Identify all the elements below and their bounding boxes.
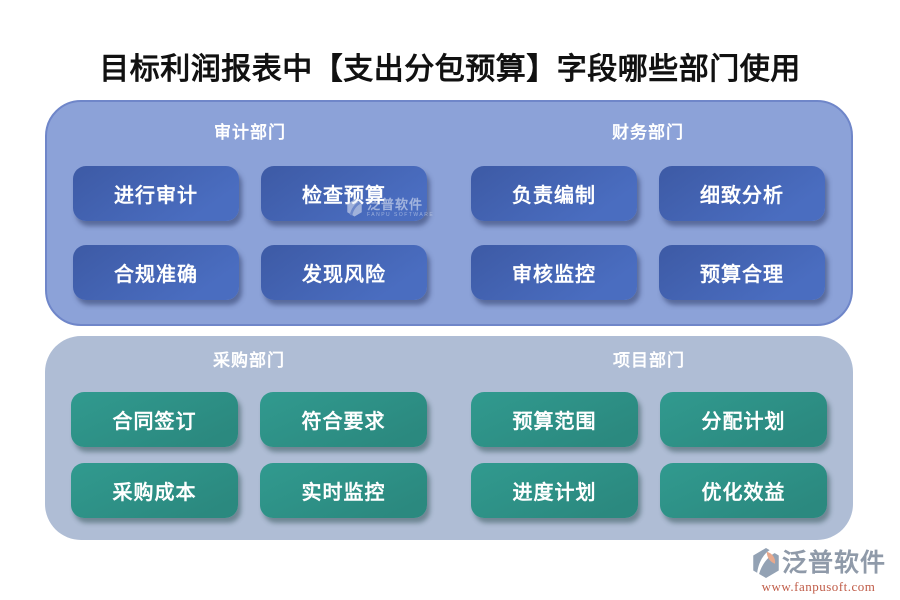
group-header-procurement: 采购部门: [213, 351, 285, 370]
feature-pill-finance-1: 负责编制: [471, 166, 637, 221]
feature-pill-finance-3: 审核监控: [471, 245, 637, 300]
feature-pill-audit-3: 合规准确: [73, 245, 239, 300]
feature-pill-project-1: 预算范围: [471, 392, 638, 447]
group-header-project: 项目部门: [613, 351, 685, 370]
feature-pill-finance-2: 细致分析: [659, 166, 825, 221]
group-finance-department: 财务部门 负责编制 细致分析 审核监控 预算合理: [471, 122, 825, 324]
feature-pill-procurement-4: 实时监控: [260, 463, 427, 518]
feature-pill-project-4: 优化效益: [660, 463, 827, 518]
feature-pill-finance-4: 预算合理: [659, 245, 825, 300]
feature-pill-project-3: 进度计划: [471, 463, 638, 518]
brand-url: www.fanpusoft.com: [761, 579, 876, 594]
panel-audit-finance: 审计部门 进行审计 检查预算 合规准确 发现风险 财务部门 负责编制 细致分析 …: [45, 100, 853, 326]
group-procurement-department: 采购部门 合同签订 符合要求 采购成本 实时监控: [71, 350, 427, 540]
feature-pill-audit-1: 进行审计: [73, 166, 239, 221]
feature-pill-audit-4: 发现风险: [261, 245, 427, 300]
brand-footer: 泛普软件 www.fanpusoft.com: [751, 547, 886, 595]
feature-pill-procurement-1: 合同签订: [71, 392, 238, 447]
group-audit-department: 审计部门 进行审计 检查预算 合规准确 发现风险: [73, 122, 427, 324]
panel-procurement-project: 采购部门 合同签订 符合要求 采购成本 实时监控 项目部门 预算范围 分配计划 …: [45, 336, 853, 540]
feature-pill-project-2: 分配计划: [660, 392, 827, 447]
fanpu-logo-icon: [753, 548, 779, 578]
button-grid-project: 预算范围 分配计划 进度计划 优化效益: [471, 392, 827, 518]
group-header-audit: 审计部门: [214, 123, 286, 142]
brand-row: 泛普软件: [751, 547, 886, 579]
page-title: 目标利润报表中【支出分包预算】字段哪些部门使用: [99, 53, 801, 86]
button-grid-finance: 负责编制 细致分析 审核监控 预算合理: [471, 166, 825, 300]
feature-pill-procurement-3: 采购成本: [71, 463, 238, 518]
feature-pill-audit-2: 检查预算: [261, 166, 427, 221]
button-grid-procurement: 合同签订 符合要求 采购成本 实时监控: [71, 392, 427, 518]
group-project-department: 项目部门 预算范围 分配计划 进度计划 优化效益: [471, 350, 827, 540]
button-grid-audit: 进行审计 检查预算 合规准确 发现风险: [73, 166, 427, 300]
group-header-finance: 财务部门: [612, 123, 684, 142]
feature-pill-procurement-2: 符合要求: [260, 392, 427, 447]
brand-name: 泛普软件: [781, 548, 886, 577]
